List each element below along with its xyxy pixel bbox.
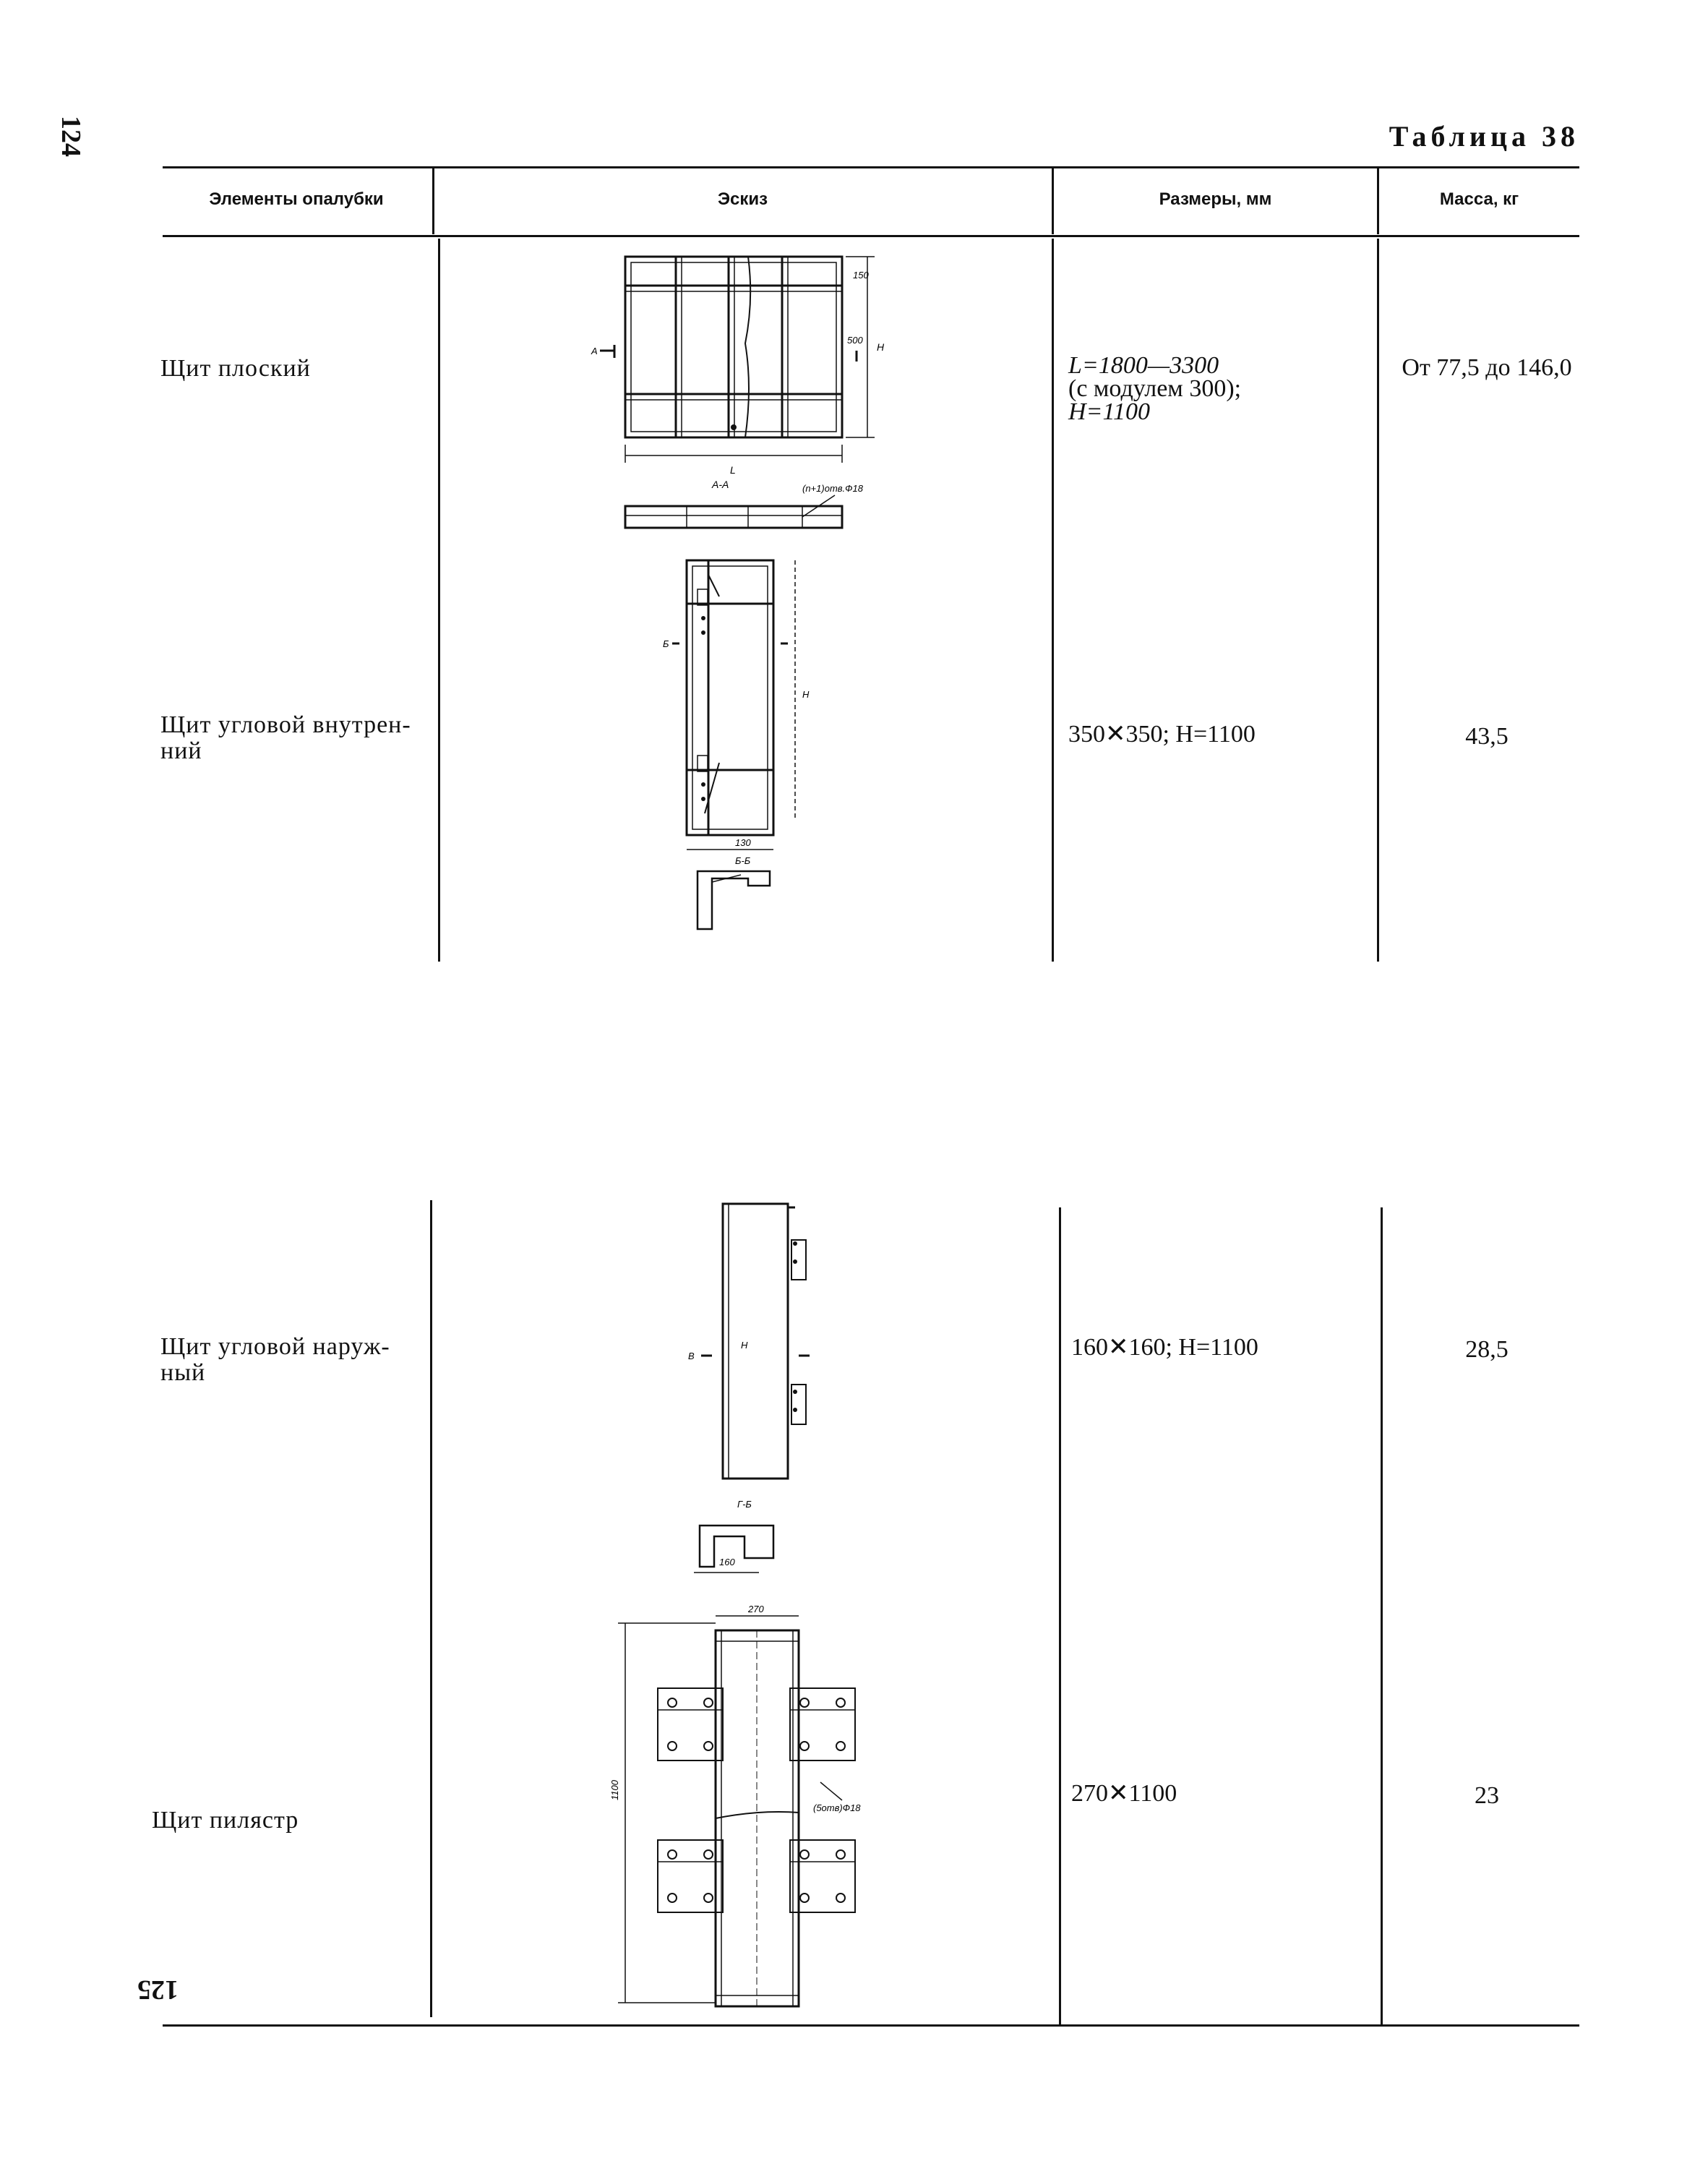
page-number-bottom: 125 — [137, 1975, 179, 2005]
row1-element: Щит плоский — [160, 355, 311, 382]
row3-element-line1: Щит угловой наруж- — [160, 1333, 390, 1360]
header-elements: Элементы опалубки — [209, 189, 384, 209]
row3-sketch-arrow: В — [688, 1351, 695, 1361]
row2-sketch-section: Б-Б — [735, 855, 751, 866]
row3-sketch: Г-Б 160 Н В — [679, 1197, 867, 1601]
header-dimensions: Размеры, мм — [1159, 189, 1272, 209]
body-divider-2-lower — [1059, 1207, 1061, 2024]
row1-dimensions: L=1800—3300 (с модулем 300); H=1100 — [1068, 354, 1241, 424]
body-divider-2-upper — [1052, 239, 1054, 962]
row2-mass: 43,5 — [1465, 723, 1509, 750]
row3-element: Щит угловой наруж- ный — [160, 1334, 390, 1386]
row3-sketch-dim160: 160 — [719, 1557, 735, 1567]
header-divider-2 — [1052, 168, 1054, 234]
body-divider-3-upper — [1377, 239, 1379, 962]
inner-corner-panel-drawing: 130 Б-Б Н Б — [663, 559, 810, 931]
row1-sketch-dim500: 500 — [847, 335, 863, 346]
header-mass: Масса, кг — [1439, 189, 1519, 209]
row4-dimensions: 270✕1100 — [1071, 1780, 1177, 1807]
row1-sketch-height: Н — [877, 341, 885, 353]
pilaster-panel-drawing: 270 (5отв)Ф18 1100 — [609, 1604, 861, 2008]
row2-element: Щит угловой внутрен- ний — [160, 712, 411, 764]
table-top-rule — [163, 166, 1579, 168]
row2-sketch-arrow: Б — [663, 638, 669, 649]
row2-sketch-height: Н — [802, 689, 810, 700]
header-divider-3 — [1377, 168, 1379, 234]
row4-sketch: 270 (5отв)Ф18 1100 — [604, 1601, 900, 2014]
table-title: Таблица 38 — [1389, 120, 1579, 153]
row1-dim-line1: L=1800—3300 — [1068, 352, 1219, 379]
row1-dim-line3: H=1100 — [1068, 398, 1150, 425]
row4-mass: 23 — [1475, 1782, 1499, 1809]
row3-sketch-height: Н — [741, 1340, 748, 1351]
row1-sketch-holes: (n+1)отв.Ф18 — [802, 483, 864, 494]
body-divider-3-lower — [1381, 1207, 1383, 2024]
row3-dimensions: 160✕160; H=1100 — [1071, 1334, 1258, 1361]
flat-panel-drawing: L А-А (n+1)отв.Ф18 Н 500 150 А — [591, 255, 885, 529]
row4-sketch-height: 1100 — [609, 1779, 620, 1800]
table-header-rule — [163, 235, 1579, 237]
header-divider-1 — [432, 168, 434, 234]
row2-dimensions: 350✕350; H=1100 — [1068, 721, 1256, 748]
row1-sketch-arrow: А — [591, 346, 598, 356]
row3-mass: 28,5 — [1465, 1336, 1509, 1363]
row1-sketch-length: L — [730, 464, 736, 476]
row2-element-line2: ний — [160, 737, 202, 764]
row2-element-line1: Щит угловой внутрен- — [160, 711, 411, 738]
body-divider-1-lower — [430, 1200, 432, 2017]
row1-sketch-dim150: 150 — [853, 270, 869, 281]
row4-element: Щит пилястр — [152, 1807, 299, 1834]
table-bottom-rule — [163, 2024, 1579, 2027]
row3-sketch-section: Г-Б — [737, 1499, 752, 1510]
header-sketch: Эскиз — [717, 189, 768, 209]
row4-sketch-holes: (5отв)Ф18 — [813, 1802, 861, 1813]
row2-sketch-dim130: 130 — [735, 837, 751, 848]
row2-sketch: 130 Б-Б Н Б — [654, 553, 842, 958]
page-number-top: 124 — [56, 116, 86, 157]
row1-sketch: L А-А (n+1)отв.Ф18 Н 500 150 А — [585, 249, 904, 535]
row1-mass: От 77,5 до 146,0 — [1402, 354, 1572, 381]
row3-element-line2: ный — [160, 1359, 206, 1386]
outer-corner-panel-drawing: Г-Б 160 Н В — [688, 1202, 810, 1573]
row4-sketch-width: 270 — [747, 1604, 764, 1614]
body-divider-1-upper — [438, 239, 440, 962]
row1-sketch-section: А-А — [711, 479, 729, 490]
row1-dim-line2: (с модулем 300); — [1068, 375, 1242, 402]
